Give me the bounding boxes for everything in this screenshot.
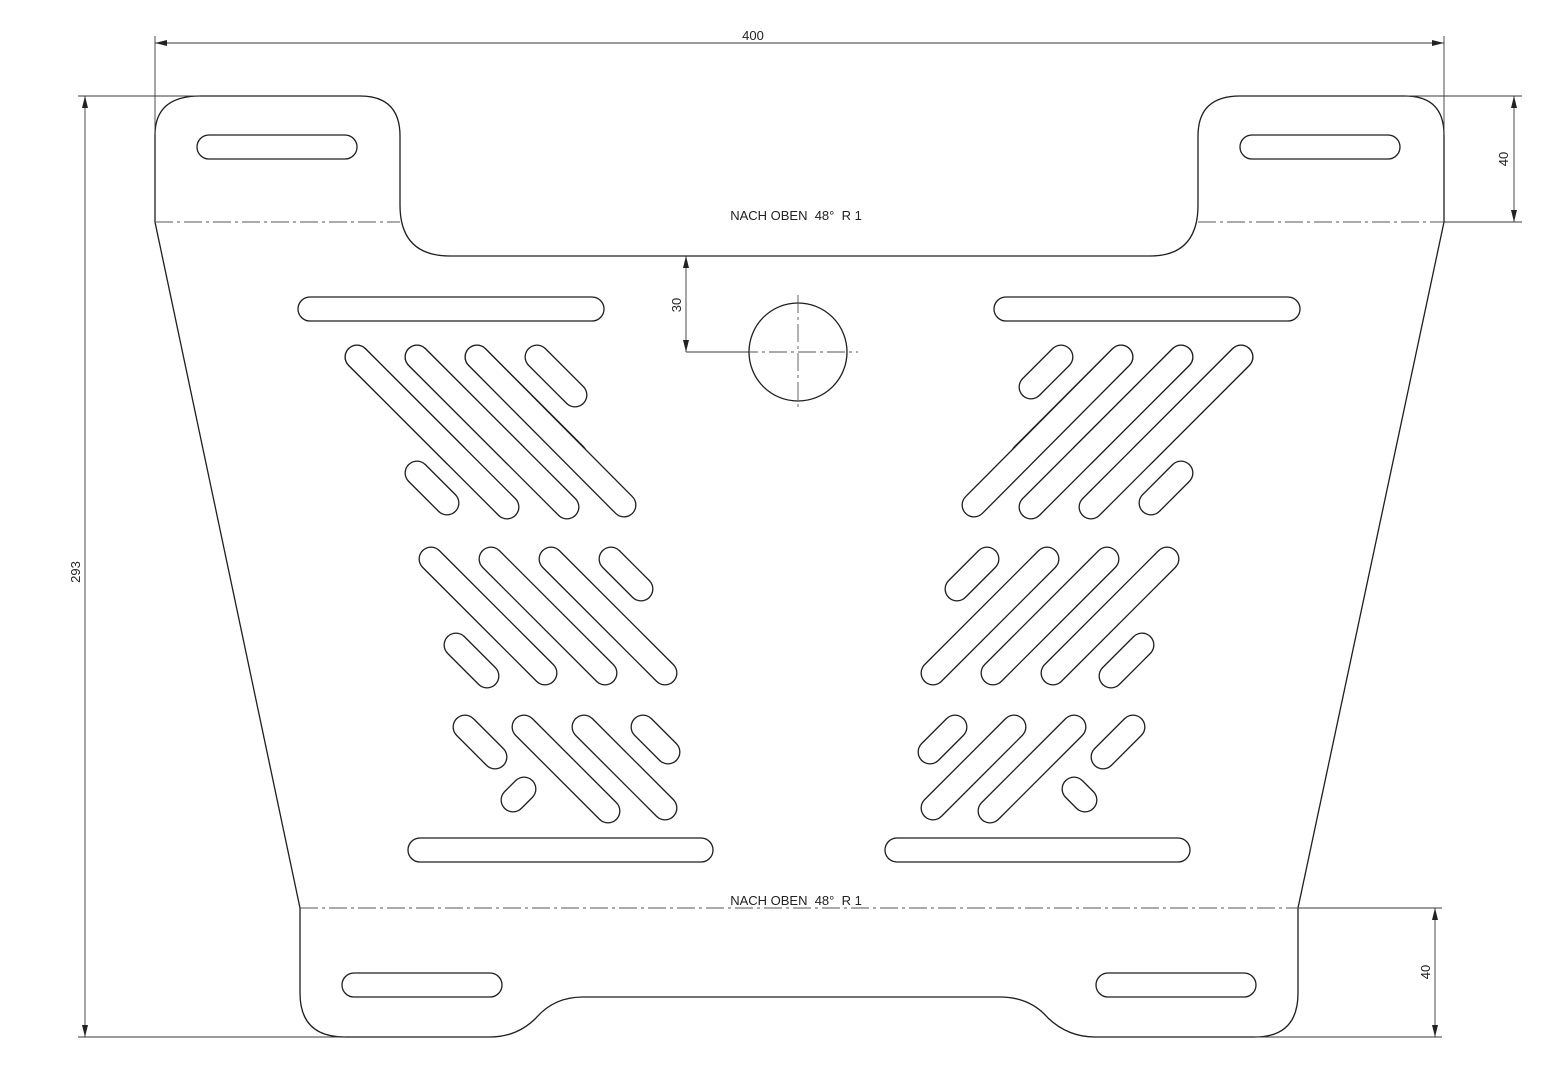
lower-bend-note: NACH OBEN 48° R 1	[730, 893, 862, 908]
diagonal-slot	[525, 345, 587, 407]
diagonal-slots-left	[344, 344, 681, 824]
tab-slots	[196, 134, 1401, 998]
diagonal-slot	[572, 715, 677, 820]
diagonal-slot	[405, 345, 579, 519]
diagonal-slot	[1079, 345, 1253, 519]
diagonal-slot	[921, 715, 1026, 820]
diagonal-slot	[945, 547, 999, 601]
diagonal-slot	[501, 777, 536, 812]
diagonal-slot	[419, 547, 557, 685]
diagonal-slot	[479, 547, 617, 685]
diagonal-slot	[444, 633, 499, 688]
dim-width-label: 400	[742, 28, 764, 43]
dim-hole-offset-label: 30	[669, 298, 684, 312]
diagonal-slot	[465, 345, 636, 517]
diagonal-slot	[918, 715, 967, 764]
slot	[1095, 972, 1257, 998]
horizontal-slots	[297, 296, 1301, 863]
upper-bend-note: NACH OBEN 48° R 1	[730, 208, 862, 223]
dim-height: 293	[68, 95, 345, 1038]
slot	[407, 837, 714, 863]
diagonal-slot	[631, 715, 680, 764]
diagonal-slot	[539, 547, 677, 685]
dim-bottom-tab-label: 40	[1418, 965, 1433, 979]
diagonal-slot	[1099, 633, 1154, 688]
dim-top-tab: 40	[1405, 95, 1522, 223]
diagonal-slot	[1019, 345, 1193, 519]
diagonal-slot	[345, 345, 519, 519]
diagonal-slot	[1062, 777, 1097, 812]
diagonal-slots-right	[917, 344, 1254, 824]
slot	[196, 134, 358, 160]
diagonal-slot	[599, 547, 653, 601]
diagonal-slot	[978, 715, 1086, 823]
diagonal-slot	[1041, 547, 1179, 685]
slot	[341, 972, 503, 998]
diagonal-slot	[921, 547, 1059, 685]
diagonal-slot	[512, 715, 620, 823]
diagonal-slot	[981, 547, 1119, 685]
diagonal-slot	[962, 345, 1133, 517]
diagonal-slot	[405, 461, 459, 515]
plate-outline	[154, 95, 1445, 1038]
dim-top-tab-label: 40	[1496, 152, 1511, 166]
dim-width: 400	[154, 28, 1445, 135]
dim-bottom-tab: 40	[1255, 907, 1442, 1038]
slot	[1239, 134, 1401, 160]
diagonal-slot	[1019, 345, 1073, 399]
slot	[884, 837, 1191, 863]
dim-height-label: 293	[68, 561, 83, 583]
slot	[993, 296, 1301, 322]
dim-hole-offset: 30	[669, 256, 750, 353]
edge-slots	[218, 336, 1380, 851]
diagonal-slot	[1139, 461, 1193, 515]
diagonal-slot	[453, 715, 507, 769]
diagonal-slot	[1091, 715, 1145, 769]
slot	[297, 296, 605, 322]
